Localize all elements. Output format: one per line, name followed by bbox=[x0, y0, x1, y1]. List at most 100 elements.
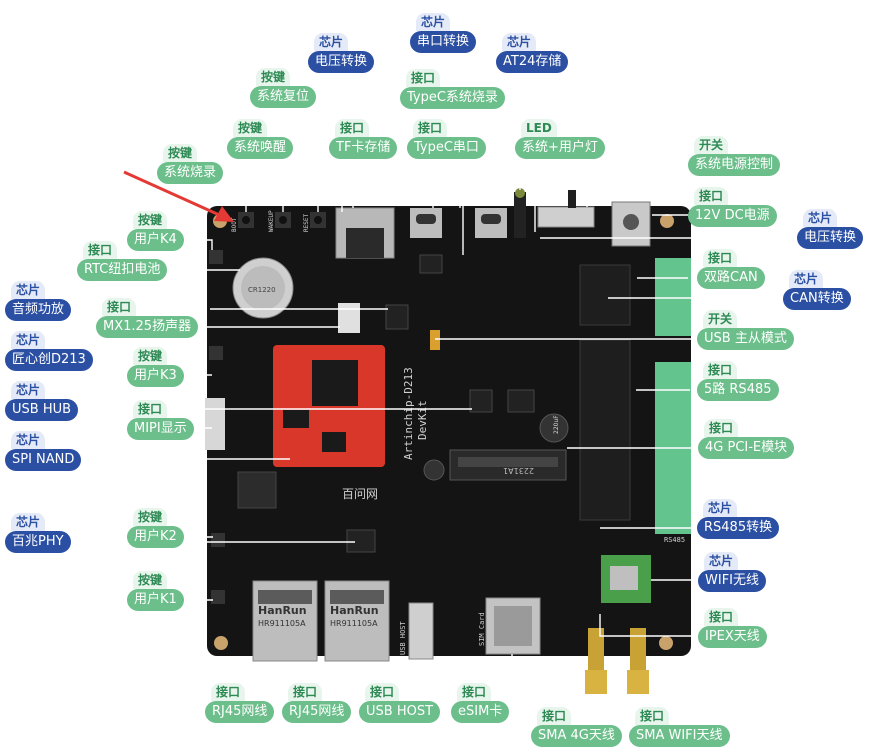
silk-usbhost: USB HOST bbox=[399, 620, 407, 655]
callout-type-rs485: 接口 bbox=[703, 361, 738, 379]
callout-rtc: RTC纽扣电池 bbox=[77, 259, 168, 281]
callout-pwr-conv-r: 电压转换 bbox=[797, 227, 864, 249]
callout-type-typec-burn: 接口 bbox=[406, 69, 441, 87]
callout-rs485c: RS485转换 bbox=[697, 517, 780, 539]
callout-pcie: 4G PCI-E模块 bbox=[698, 437, 795, 459]
pcb-board bbox=[207, 206, 691, 656]
callout-spinand: SPI NAND bbox=[5, 449, 82, 471]
callout-type-pwr-sw: 开关 bbox=[694, 136, 729, 154]
callout-type-tf: 接口 bbox=[335, 119, 370, 137]
callout-type-rs485c: 芯片 bbox=[703, 499, 738, 517]
callout-esim: eSIM卡 bbox=[451, 701, 510, 723]
top-buttons bbox=[238, 212, 326, 228]
callout-type-usbhub: 芯片 bbox=[11, 381, 46, 399]
callout-led: 系统+用户灯 bbox=[515, 137, 605, 159]
callout-type-burn: 按键 bbox=[163, 144, 198, 162]
callout-type-ipex: 接口 bbox=[704, 608, 739, 626]
callout-type-led: LED bbox=[521, 119, 557, 137]
silk-model: Artinchip-D213 bbox=[402, 367, 415, 460]
callout-k4: 用户K4 bbox=[127, 229, 184, 251]
can-terminal bbox=[655, 258, 691, 336]
callout-type-wifi: 芯片 bbox=[704, 552, 739, 570]
callout-type-phy: 芯片 bbox=[11, 513, 46, 531]
callout-d213: 匠心创D213 bbox=[5, 349, 93, 371]
callout-type-sma4g: 接口 bbox=[537, 707, 572, 725]
silk-key1: BOOT bbox=[231, 217, 238, 232]
callout-wifi: WIFI无线 bbox=[698, 570, 766, 592]
callout-tf: TF卡存储 bbox=[329, 137, 398, 159]
callout-usbhost: USB HOST bbox=[359, 701, 441, 723]
callout-type-rtc: 接口 bbox=[83, 241, 118, 259]
callout-burn: 系统烧录 bbox=[157, 162, 224, 184]
spk-conn bbox=[338, 303, 360, 333]
callout-type-d213: 芯片 bbox=[11, 331, 46, 349]
callout-rs485: 5路 RS485 bbox=[697, 379, 779, 401]
callout-type-usb-mode: 开关 bbox=[703, 310, 738, 328]
callout-type-reset: 按键 bbox=[256, 68, 291, 86]
callout-type-usbhost: 接口 bbox=[365, 683, 400, 701]
callout-reset: 系统复位 bbox=[250, 86, 317, 108]
callout-type-dc12: 接口 bbox=[694, 187, 729, 205]
silk-logo: 百问网 bbox=[342, 487, 378, 501]
sma-4g bbox=[585, 628, 607, 694]
callout-type-wake: 按键 bbox=[233, 119, 268, 137]
callout-type-pcie: 接口 bbox=[704, 419, 739, 437]
silk-rs485: RS485 bbox=[664, 536, 685, 544]
callout-type-mipi: 接口 bbox=[133, 400, 168, 418]
callout-type-smawifi: 接口 bbox=[635, 707, 670, 725]
silk-cap: 220uF bbox=[553, 415, 560, 434]
silk-model2: DevKit bbox=[416, 400, 429, 440]
callout-type-k1: 按键 bbox=[133, 571, 168, 589]
callout-uart-conv: 串口转换 bbox=[410, 31, 477, 53]
callout-type-pwr-conv-r: 芯片 bbox=[803, 209, 838, 227]
callout-type-uart-conv: 芯片 bbox=[416, 13, 451, 31]
led bbox=[514, 192, 526, 238]
callout-type-rj45a: 接口 bbox=[211, 683, 246, 701]
btn-k4 bbox=[209, 250, 223, 264]
callout-type-spinand: 芯片 bbox=[11, 431, 46, 449]
silk-key3: RESET bbox=[303, 214, 310, 232]
callout-pwr-sw: 系统电源控制 bbox=[688, 154, 781, 176]
callout-typec-burn: TypeC系统烧录 bbox=[400, 87, 505, 109]
callout-k3: 用户K3 bbox=[127, 365, 184, 387]
callout-smawifi: SMA WIFI天线 bbox=[629, 725, 730, 747]
callout-type-pwr-conv-top: 芯片 bbox=[314, 33, 349, 51]
callout-type-rj45b: 接口 bbox=[288, 683, 323, 701]
callout-type-at24: 芯片 bbox=[502, 33, 537, 51]
btn-k3 bbox=[209, 346, 223, 360]
callout-usbhub: USB HUB bbox=[5, 399, 79, 421]
silk-key2: WAKEUP bbox=[268, 210, 275, 232]
mount-hole bbox=[660, 214, 674, 228]
silk-hr1: HR911105A bbox=[258, 619, 306, 628]
callout-k1: 用户K1 bbox=[127, 589, 184, 611]
silk-bat: CR1220 bbox=[248, 286, 276, 294]
silk-sim: SIM Card bbox=[478, 612, 486, 646]
callout-type-audio: 芯片 bbox=[11, 281, 46, 299]
callout-can-conv: CAN转换 bbox=[783, 288, 851, 310]
callout-spk: MX1.25扬声器 bbox=[96, 316, 199, 338]
btn-k1 bbox=[211, 590, 225, 604]
callout-audio: 音频功放 bbox=[5, 299, 72, 321]
callout-type-k3: 按键 bbox=[133, 347, 168, 365]
mipi-conn bbox=[205, 398, 225, 450]
callout-rj45b: RJ45网线 bbox=[282, 701, 352, 723]
callout-type-esim: 接口 bbox=[457, 683, 492, 701]
sma-wifi bbox=[627, 628, 649, 694]
callout-type-spk: 接口 bbox=[102, 298, 137, 316]
silk-hr2: HR911105A bbox=[330, 619, 378, 628]
callout-sma4g: SMA 4G天线 bbox=[531, 725, 622, 747]
callout-type-can2: 接口 bbox=[703, 249, 738, 267]
callout-phy: 百兆PHY bbox=[5, 531, 71, 553]
silk-hanrun2: HanRun bbox=[330, 604, 379, 617]
power-switch bbox=[537, 206, 595, 228]
callout-type-k4: 按键 bbox=[133, 211, 168, 229]
callout-wake: 系统唤醒 bbox=[227, 137, 294, 159]
callout-can2: 双路CAN bbox=[697, 267, 765, 289]
mount-hole bbox=[659, 636, 673, 650]
callout-mipi: MIPI显示 bbox=[127, 418, 194, 440]
callout-pwr-conv-top: 电压转换 bbox=[308, 51, 375, 73]
callout-ipex: IPEX天线 bbox=[698, 626, 767, 648]
callout-type-can-conv: 芯片 bbox=[789, 270, 824, 288]
